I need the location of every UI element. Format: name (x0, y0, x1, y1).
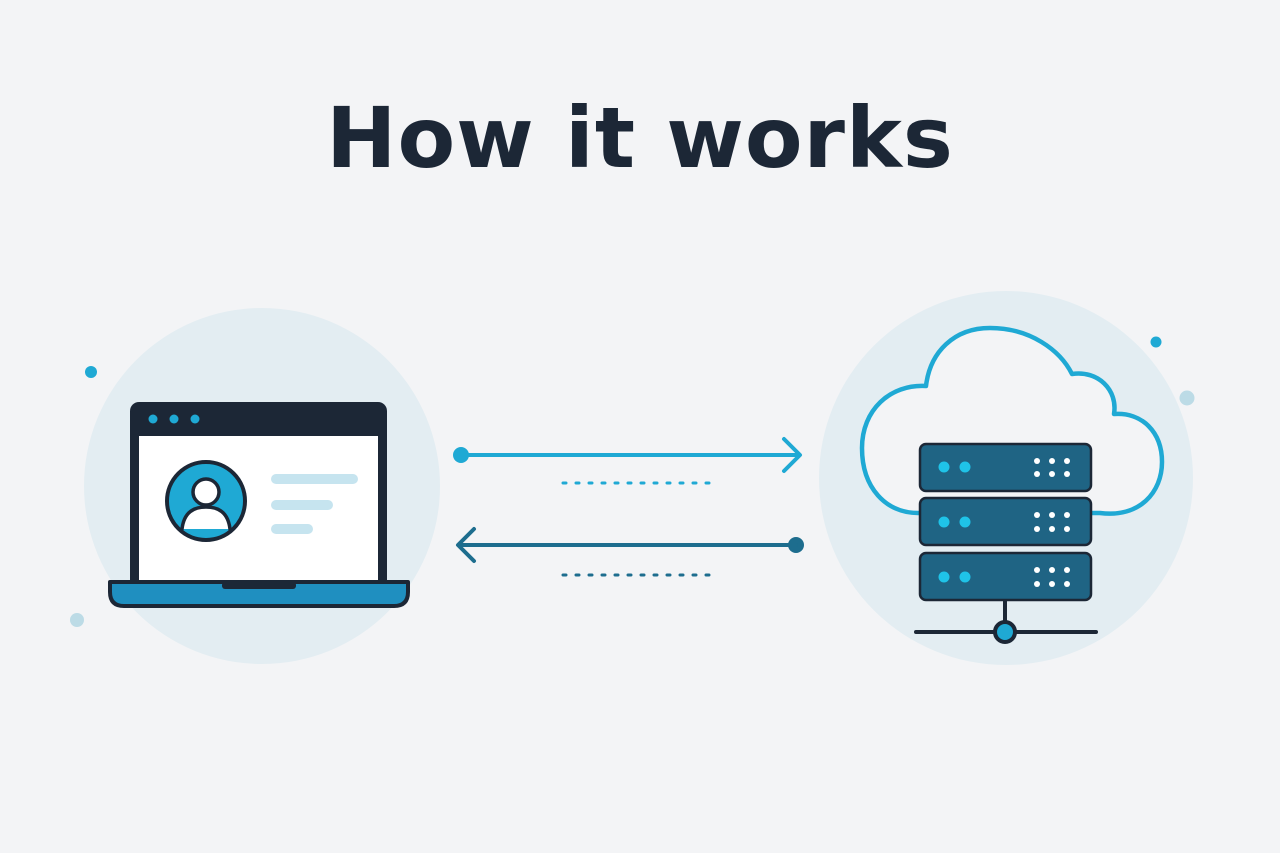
laptop-base (108, 580, 410, 608)
text-line (271, 474, 358, 484)
text-line (271, 524, 313, 534)
window-dot (190, 414, 200, 424)
arrow-right-icon (453, 437, 802, 473)
avatar-head (191, 477, 221, 507)
user-avatar-icon (165, 460, 247, 542)
diagram-title: How it works (326, 89, 954, 187)
response-arrowhead (456, 527, 476, 563)
laptop-icon (108, 402, 410, 608)
network-connector-icon (914, 600, 1098, 644)
decor-dot (85, 366, 97, 378)
server-stack-icon (918, 442, 1093, 602)
decor-dot (1179, 390, 1195, 406)
decor-dot (70, 613, 84, 627)
decor-dot (1150, 336, 1162, 348)
window-dot (169, 414, 179, 424)
server-unit (918, 442, 1093, 493)
laptop-notch (222, 582, 296, 589)
window-dot (148, 414, 158, 424)
text-line (271, 500, 333, 510)
arrow-left-icon (456, 527, 804, 563)
server-unit (918, 496, 1093, 547)
avatar-body (180, 505, 232, 531)
server-unit (918, 551, 1093, 602)
request-arrowhead (782, 437, 802, 473)
